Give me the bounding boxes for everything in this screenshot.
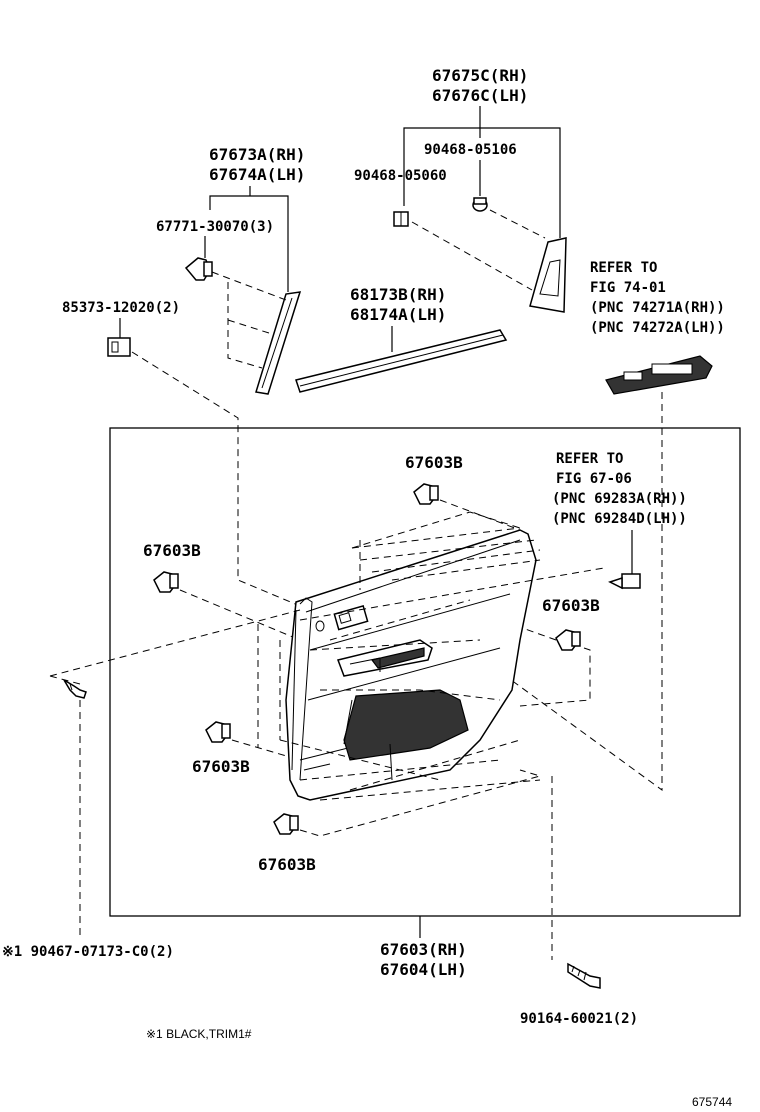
clip-90468-05060-shape (393, 211, 409, 227)
label-clip-67603b-lower-left: 67603B (192, 757, 250, 776)
label-refer-67-line2: FIG 67-06 (556, 471, 632, 487)
label-garnish-lh: 67674A(LH) (209, 165, 305, 184)
clip-67603b-right-shape (555, 629, 581, 651)
screw-90467-shape (63, 679, 87, 699)
dash-switch-bezel (469, 392, 663, 791)
label-screw-90164: 90164-60021(2) (520, 1011, 638, 1027)
label-refer-74-line3: (PNC 74271A(RH)) (590, 300, 725, 316)
clip-67603b-left-shape (153, 571, 179, 593)
label-refer-74-line1: REFER TO (590, 260, 657, 276)
label-panel-lh: 67604(LH) (380, 960, 467, 979)
label-refer-74-line4: (PNC 74272A(LH)) (590, 320, 725, 336)
label-clip-67603b-right: 67603B (542, 596, 600, 615)
clip-67603b-lower-left-shape (205, 721, 231, 743)
label-weatherstrip-lh: 68174A(LH) (350, 305, 446, 324)
clip-90468-05106-shape (472, 197, 488, 212)
footnote: ※1 BLACK,TRIM1# (146, 1027, 252, 1041)
label-armrest-cover-rh: 67675C(RH) (432, 66, 528, 85)
garnish-shape (255, 291, 302, 395)
label-clip-90468-05060: 90468-05060 (354, 168, 447, 184)
label-garnish-rh: 67673A(RH) (209, 145, 305, 164)
clip-67603b-bottom-shape (273, 813, 299, 835)
label-refer-67-line4: (PNC 69284D(LH)) (552, 511, 687, 527)
switch-bezel-shape (605, 355, 713, 395)
label-clip-67603b-top: 67603B (405, 453, 463, 472)
label-weatherstrip-rh: 68173B(RH) (350, 285, 446, 304)
label-clip-67771: 67771-30070(3) (156, 219, 274, 235)
clip-85373-shape (107, 337, 131, 357)
clip-67771-shape (184, 257, 213, 281)
door-trim-panel-shape (285, 529, 537, 801)
armrest-cover-shape (529, 237, 567, 313)
weatherstrip-shape (295, 329, 508, 393)
label-clip-85373: 85373-12020(2) (62, 300, 180, 316)
clip-67603b-top-shape (413, 483, 439, 505)
label-screw-90467: ※1 90467-07173-C0(2) (2, 944, 174, 960)
label-refer-67-line1: REFER TO (556, 451, 623, 467)
label-clip-67603b-left: 67603B (143, 541, 201, 560)
label-refer-67-line3: (PNC 69283A(RH)) (552, 491, 687, 507)
label-refer-74-line2: FIG 74-01 (590, 280, 666, 296)
label-clip-90468-05106: 90468-05106 (424, 142, 517, 158)
label-panel-rh: 67603(RH) (380, 940, 467, 959)
label-armrest-cover-lh: 67676C(LH) (432, 86, 528, 105)
figure-number: 675744 (692, 1095, 732, 1109)
screw-90164-shape (567, 962, 601, 989)
courtesy-lamp-shape (608, 573, 641, 590)
panel-dash-grid (49, 511, 605, 801)
leader-armrest-cover (403, 106, 561, 238)
label-clip-67603b-bottom: 67603B (258, 855, 316, 874)
leader-garnish (209, 195, 289, 292)
panel-frame (109, 427, 741, 917)
